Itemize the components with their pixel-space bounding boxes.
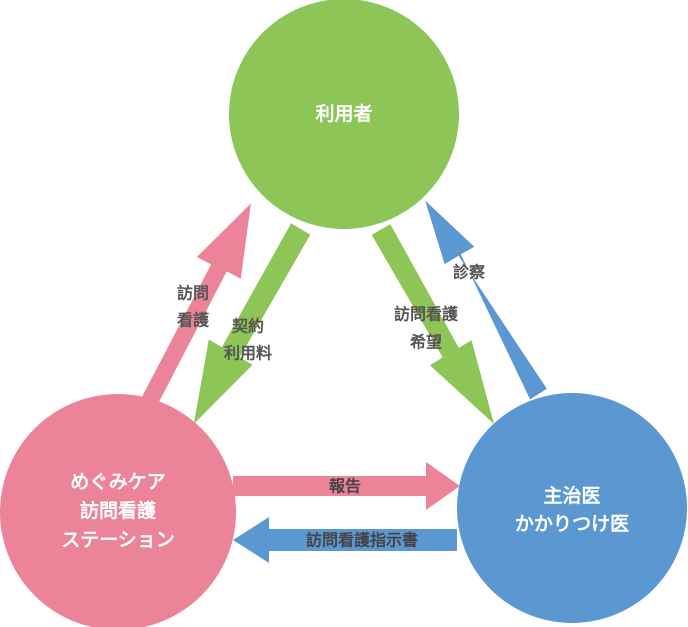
arrow-station-to-doctor <box>233 462 460 510</box>
arrow-user-to-doctor <box>371 224 494 424</box>
node-doctor-circle <box>457 393 687 623</box>
node-doctor-label-line-1: 主治医 <box>543 484 600 507</box>
edge-doctor-to-user-label: 診察 <box>453 263 486 282</box>
edge-station-to-user-label-line-1: 訪問 <box>177 284 209 303</box>
edge-station-to-doctor-label: 報告 <box>329 477 361 496</box>
edge-station-to-user-label-line-2: 看護 <box>176 311 210 330</box>
edge-user-to-doctor-label-line-2: 希望 <box>410 333 442 352</box>
edge-doctor-to-station-label: 訪問看護指示書 <box>306 531 418 550</box>
node-station-label-line-1: めぐみケア <box>70 471 166 493</box>
node-station-circle <box>0 394 236 627</box>
node-user-circle <box>229 0 459 229</box>
arrow-user-to-station <box>193 223 311 424</box>
arrow-station-to-user <box>140 203 251 408</box>
node-user-label: 利用者 <box>315 103 372 125</box>
node-doctor-label-line-2: かかりつけ医 <box>515 513 629 535</box>
arrow-doctor-to-station <box>233 517 457 563</box>
arrow-doctor-to-user <box>425 200 547 400</box>
node-station-label-line-2: 訪問看護 <box>80 499 157 522</box>
edge-user-to-station-label-line-2: 利用料 <box>224 344 272 363</box>
edge-user-to-station-label-line-1: 契約 <box>231 317 264 336</box>
edge-user-to-doctor-label-line-1: 訪問看護 <box>394 305 459 324</box>
node-station-label-line-3: ステーション <box>61 529 175 551</box>
